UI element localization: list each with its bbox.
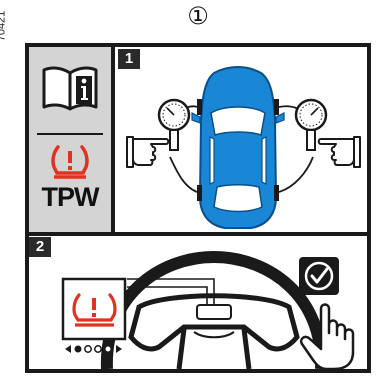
- hand-pointing-icon: [127, 137, 168, 167]
- hand-pointing-icon: [319, 137, 360, 167]
- step-illustrations: [29, 47, 367, 369]
- car-top-view-icon: [192, 67, 284, 228]
- figure-id: 70421: [2, 4, 14, 50]
- steering-wheel-icon: [107, 257, 321, 369]
- heading-marker: ①: [184, 2, 212, 30]
- illustration-frame: TPW 1 2: [25, 43, 371, 373]
- checkmark-icon: [299, 257, 339, 295]
